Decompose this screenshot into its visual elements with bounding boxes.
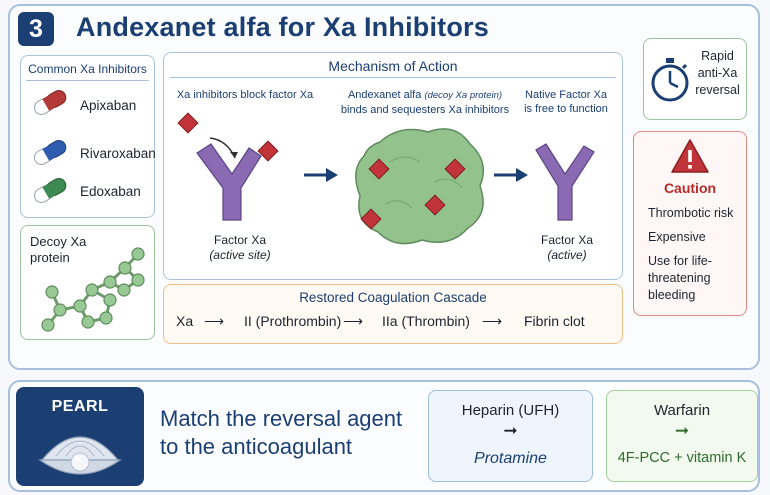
step3-caption: Native Factor Xa is free to function: [512, 88, 620, 116]
section-number-badge: 3: [18, 12, 54, 46]
caution-item: Thrombotic risk: [648, 206, 734, 220]
heparin-pair-card: [428, 390, 593, 482]
caution-item: Expensive: [648, 230, 706, 244]
rapid-line1: Rapid: [701, 49, 734, 63]
pearl-message: Match the reversal agent to the anticoag…: [160, 406, 403, 459]
heparin-label: Heparin (UFH): [461, 402, 560, 419]
warfarin-label: Warfarin: [653, 402, 711, 419]
pearl-label: PEARL: [51, 398, 109, 415]
stopwatch-icon: [651, 58, 689, 102]
mechanism-title: Mechanism of Action: [328, 58, 458, 74]
decoy-label: Decoy Xa protein: [30, 234, 87, 265]
protamine-label: Protamine: [474, 450, 547, 467]
drug-label-rivaroxaban: Rivaroxaban: [80, 146, 156, 161]
step1-caption: Xa inhibitors block factor Xa: [176, 89, 314, 101]
drug-label-apixaban: Apixaban: [80, 98, 137, 113]
cascade-arrow: ⟶: [343, 313, 364, 329]
arrow-right-icon: [494, 168, 528, 182]
step1-factor-note: (active site): [209, 248, 271, 262]
cascade-arrow: ⟶: [204, 313, 225, 329]
decoy-protein-blob-icon: [355, 128, 485, 245]
step2-caption-line2: binds and sequesters Xa inhibitors: [340, 104, 510, 116]
step3-caption-line2: is free to function: [524, 103, 608, 115]
factor-xa-active-icon: [535, 143, 595, 221]
4f-pcc-label: 4F-PCC + vitamin K: [617, 450, 747, 466]
capsule-icon-edoxaban: [33, 178, 67, 203]
capsule-icon-apixaban: [33, 90, 67, 115]
factor-xa-blocked-icon: [177, 112, 279, 221]
divider: [170, 77, 616, 78]
step2-caption-main: Andexanet alfa: [347, 89, 422, 101]
arrow-right-icon: ➞: [674, 421, 690, 440]
step3-factor-name: Factor Xa: [540, 233, 594, 247]
divider: [26, 80, 149, 81]
cascade-step: IIa (Thrombin): [382, 313, 470, 329]
rapid-reversal-text: Rapid anti-Xa reversal: [690, 48, 745, 99]
cascade-title: Restored Coagulation Cascade: [299, 290, 487, 305]
step3-factor-note: (active): [547, 248, 587, 262]
rapid-line2: anti-Xa: [697, 66, 738, 80]
drug-label-edoxaban: Edoxaban: [80, 184, 141, 199]
cascade-panel: [163, 284, 623, 344]
molecule-icon: [41, 247, 145, 332]
capsule-icon-rivaroxaban: [33, 140, 67, 165]
oyster-pearl-icon: [38, 436, 122, 475]
warning-icon: [671, 139, 709, 173]
cascade-step: Xa: [176, 313, 194, 329]
inhibitors-title: Common Xa Inhibitors: [28, 62, 147, 76]
step2-caption: Andexanet alfa (decoy Xa protein) binds …: [330, 88, 520, 117]
step2-caption-small: (decoy Xa protein): [424, 90, 503, 101]
step1-factor-name: Factor Xa: [213, 233, 267, 247]
cascade-arrow: ⟶: [482, 313, 503, 329]
arrow-right-icon: ➞: [503, 421, 518, 440]
arrow-right-icon: [304, 168, 338, 182]
cascade-step: Fibrin clot: [524, 313, 585, 329]
caution-item: Use for life-threatening bleeding: [648, 254, 712, 302]
warfarin-pair-card: [606, 390, 758, 482]
caution-title: Caution: [663, 180, 717, 196]
step3-caption-line1: Native Factor Xa: [525, 89, 607, 101]
cascade-step: II (Prothrombin): [244, 313, 342, 329]
page-title: Andexanet alfa for Xa Inhibitors: [76, 12, 489, 42]
rapid-line3: reversal: [695, 83, 740, 97]
